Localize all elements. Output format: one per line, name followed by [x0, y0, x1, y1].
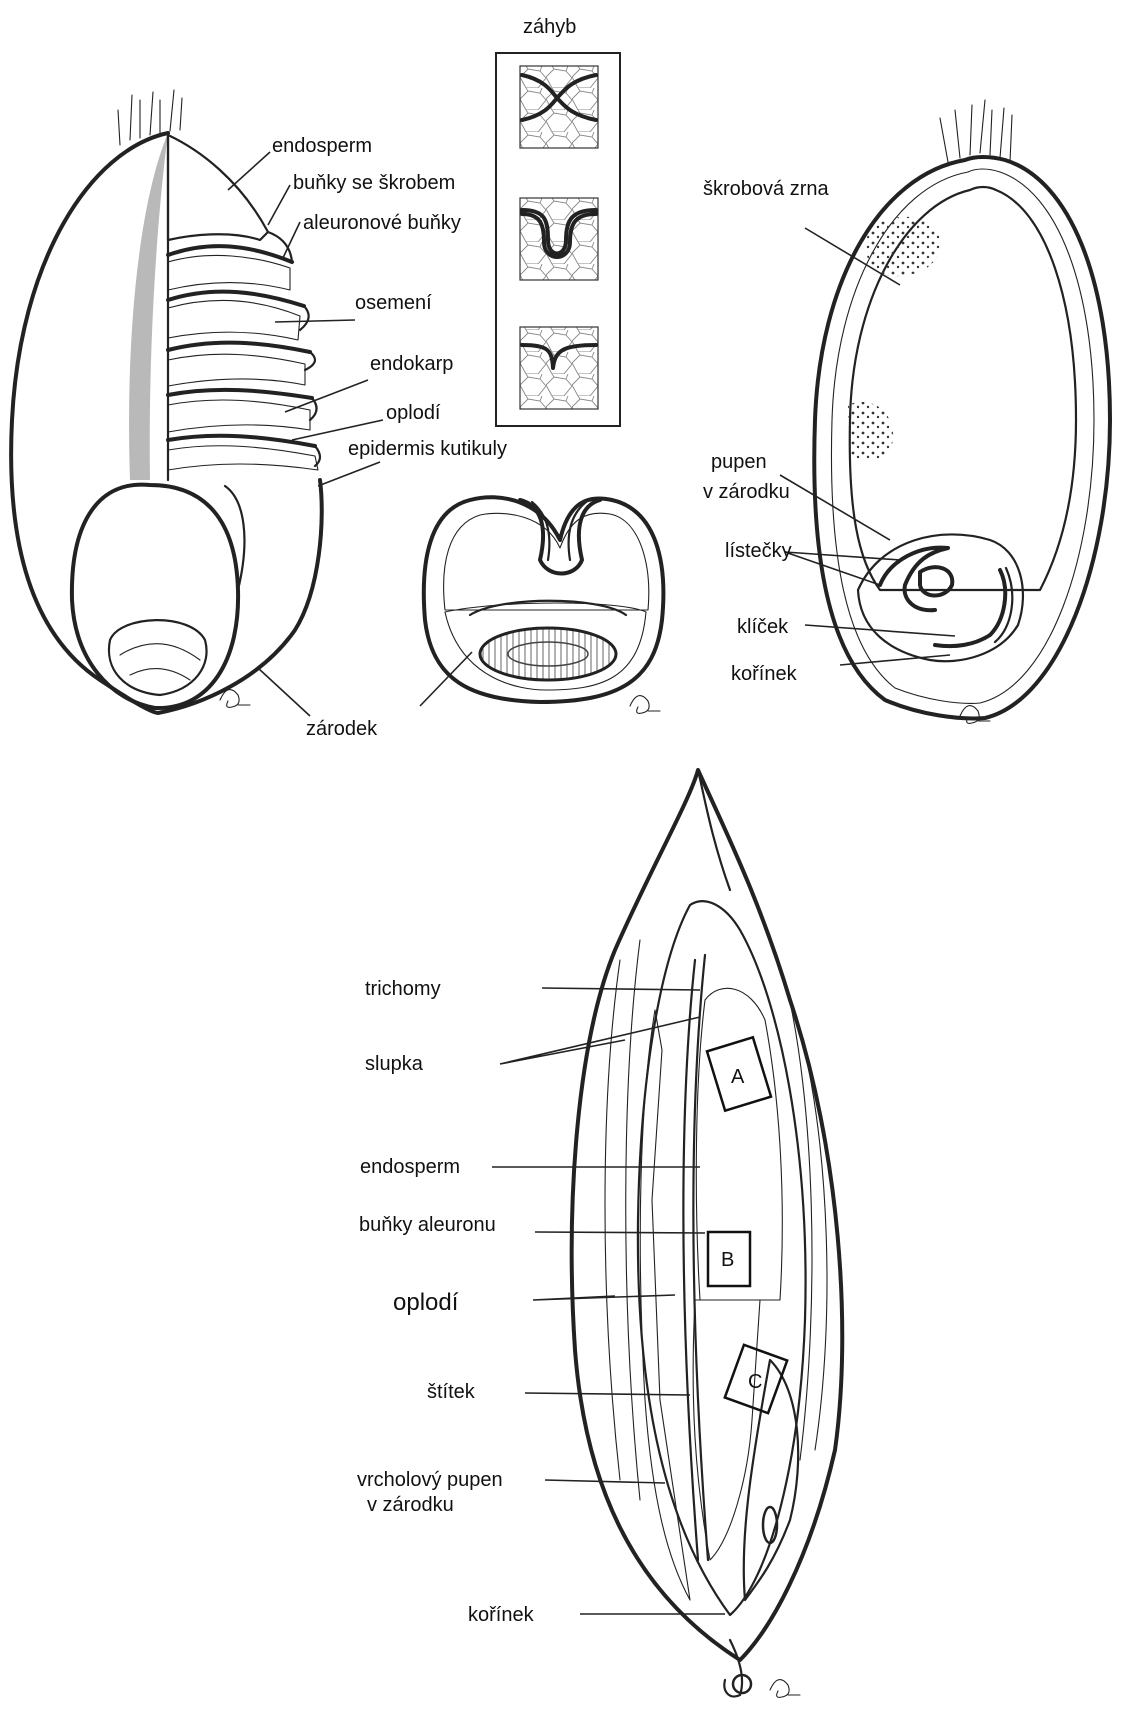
label-osemeni: osemení [355, 292, 432, 314]
grain-cross-section [424, 497, 664, 713]
fold-stage-2 [520, 198, 598, 280]
starch-dots-upper [866, 217, 940, 277]
labels-bottom: trichomy slupka endosperm buňky aleuronu… [357, 978, 535, 1626]
signature-mark-1 [220, 690, 250, 708]
label-v-zarodku-bottom: v zárodku [367, 1494, 454, 1516]
bottom-grain-outer-hull [572, 770, 843, 1660]
label-oplodi-top: oplodí [386, 402, 441, 424]
label-bunky-se-skrobem: buňky se škrobem [293, 172, 455, 194]
label-klicek: klíček [737, 616, 789, 638]
label-v-zarodku-top: v zárodku [703, 481, 790, 503]
label-pupen: pupen [711, 451, 767, 473]
label-oplodi-bottom: oplodí [393, 1289, 459, 1316]
label-slupka: slupka [365, 1053, 424, 1075]
fold-stage-3 [520, 327, 598, 409]
bottom-grain-illustration: A B C [572, 770, 843, 1697]
label-epidermis-kutikuly: epidermis kutikuly [348, 438, 507, 460]
label-zarodek: zárodek [306, 718, 378, 740]
label-vrcholovy-pupen: vrcholový pupen [357, 1469, 503, 1491]
label-zahyb: záhyb [523, 16, 576, 38]
signature-mark-4 [770, 1680, 800, 1698]
box-b: B [708, 1232, 750, 1286]
box-b-label: B [721, 1249, 734, 1271]
label-endokarp: endokarp [370, 353, 453, 375]
signature-mark-2 [630, 696, 660, 714]
label-listecky: lístečky [725, 540, 792, 562]
label-endosperm-top: endosperm [272, 135, 372, 157]
box-a-label: A [731, 1066, 745, 1088]
right-embryo [858, 534, 1023, 661]
label-korinek-bottom: kořínek [468, 1604, 535, 1626]
fold-inset [496, 53, 620, 426]
grain-longitudinal-section [814, 100, 1110, 723]
label-aleuronove-bunky: aleuronové buňky [303, 212, 461, 234]
grain-shadow-groove [129, 133, 168, 480]
starch-dots-lower [848, 402, 893, 461]
label-trichomy: trichomy [365, 978, 441, 1000]
grain-outer-hull [11, 133, 322, 713]
right-grain-bristles [940, 100, 1012, 162]
signature-mark-3 [960, 706, 990, 724]
fold-stage-1 [520, 66, 598, 148]
cross-section-embryo [480, 628, 616, 680]
grain-cutaway-illustration [11, 90, 322, 713]
label-bunky-aleuronu: buňky aleuronu [359, 1214, 496, 1236]
label-korinek-top: kořínek [731, 663, 798, 685]
label-stitek: štítek [427, 1381, 476, 1403]
box-a: A [707, 1037, 771, 1110]
label-endosperm-bottom: endosperm [360, 1156, 460, 1178]
label-skrobova-zrna: škrobová zrna [703, 178, 829, 200]
embryo-left [72, 485, 245, 708]
box-c-label: C [748, 1371, 762, 1393]
